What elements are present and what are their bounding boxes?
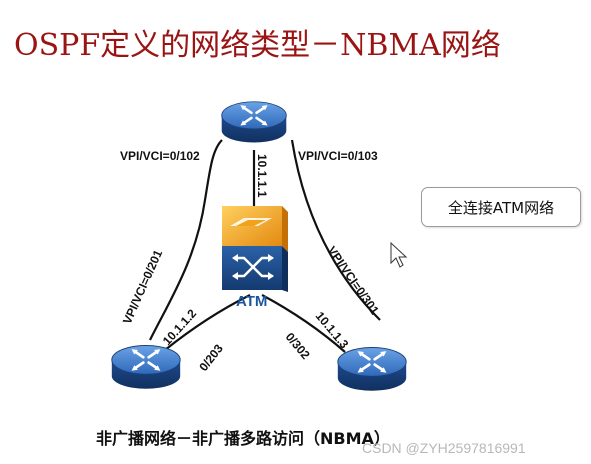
- mouse-cursor-icon: [390, 241, 408, 268]
- link-top-left: [149, 139, 223, 341]
- label-top-right-vpi: VPI/VCI=0/103: [298, 149, 378, 163]
- watermark: CSDN @ZYH2597816991: [362, 440, 526, 456]
- label-right-vpi: VPI/VCI=0/301: [325, 244, 382, 318]
- atm-switch-icon: [222, 206, 288, 292]
- link-switch-left: [164, 294, 251, 351]
- atm-label: ATM: [236, 293, 267, 310]
- router-top-icon: [220, 100, 288, 144]
- label-left-ip: 10.1.1.2: [160, 306, 200, 348]
- label-right-short: 0/302: [283, 330, 313, 362]
- label-top-ip: 10.1.1.1: [255, 154, 269, 198]
- label-left-vpi: VPI/VCI=0/201: [120, 247, 165, 326]
- link-top-right: [290, 139, 381, 321]
- router-right-icon: [336, 346, 408, 393]
- diagram-caption: 非广播网络－非广播多路访问（NBMA）: [96, 429, 390, 448]
- page-title: OSPF定义的网络类型－NBMA网络: [14, 28, 501, 63]
- label-left-short: 0/203: [196, 341, 226, 374]
- full-mesh-callout: 全连接ATM网络: [421, 187, 581, 227]
- link-lines: [149, 139, 381, 353]
- label-top-left-vpi: VPI/VCI=0/102: [120, 149, 200, 163]
- router-left-icon: [110, 344, 182, 391]
- link-switch-right: [261, 294, 346, 353]
